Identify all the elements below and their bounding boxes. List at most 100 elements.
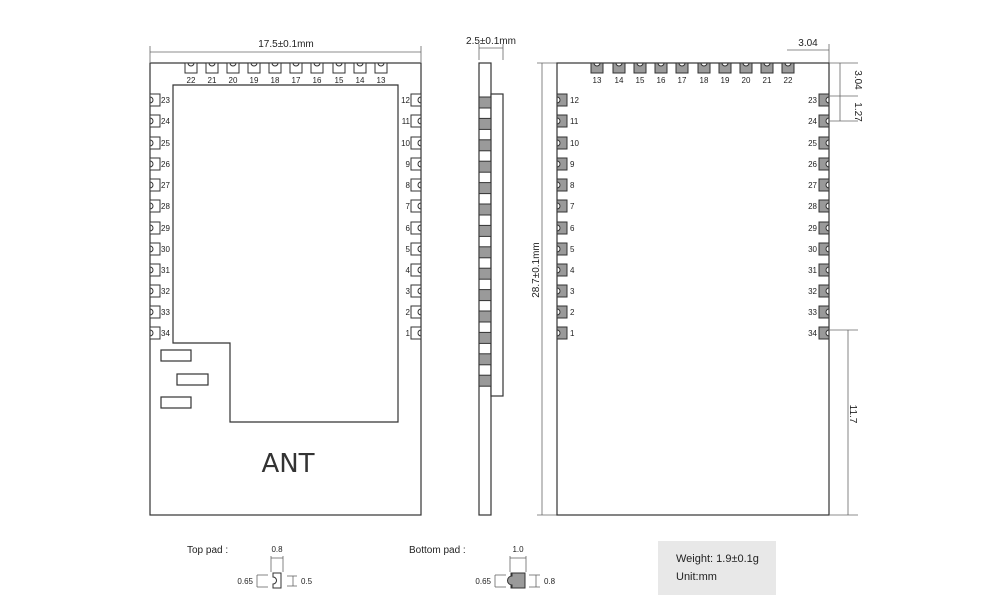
pin-number: 11	[570, 117, 579, 126]
pin-number: 19	[721, 76, 730, 85]
pin-number: 1	[406, 329, 411, 338]
castellated-pad	[410, 178, 422, 192]
pin-number: 25	[808, 139, 817, 148]
pin-number: 13	[593, 76, 602, 85]
castellated-pad	[818, 93, 830, 107]
castellated-pad	[556, 114, 568, 128]
side-pad	[478, 374, 492, 387]
castellated-pad	[410, 136, 422, 150]
pin-number: 4	[406, 266, 411, 275]
castellated-pad	[149, 263, 161, 277]
castellated-pad	[149, 326, 161, 340]
side-pad	[478, 117, 492, 130]
pin-number: 32	[808, 287, 817, 296]
pin-number: 16	[313, 76, 322, 85]
side-pad	[478, 246, 492, 259]
castellated-pad	[556, 157, 568, 171]
castellated-pad	[410, 326, 422, 340]
castellated-pad	[818, 263, 830, 277]
antenna-trace-1	[160, 349, 192, 362]
castellated-pad	[410, 263, 422, 277]
pin-number: 7	[406, 202, 411, 211]
pitch-label: 1.27	[852, 102, 863, 122]
side-pad	[478, 182, 492, 195]
pin-number: 3	[570, 287, 575, 296]
side-pad	[478, 96, 492, 109]
castellated-pad	[410, 284, 422, 298]
side-pad	[478, 203, 492, 216]
castellated-pad	[781, 62, 795, 74]
castellated-pad	[353, 62, 367, 74]
pin-number: 29	[161, 224, 170, 233]
side-pad	[478, 289, 492, 302]
side-pcb-outline	[478, 62, 492, 516]
bottom-pad-detail: Bottom pad : 1.0 0.65 0.8	[409, 545, 556, 589]
pin-number: 24	[808, 117, 817, 126]
castellated-pad	[556, 136, 568, 150]
pin-number: 11	[402, 117, 411, 126]
castellated-pad	[410, 242, 422, 256]
pin-number: 31	[808, 266, 817, 275]
pin-number: 1	[570, 329, 575, 338]
bottom-pad-width-label: 1.0	[512, 545, 524, 554]
pin-number: 29	[808, 224, 817, 233]
pin-number: 23	[808, 96, 817, 105]
pin-number: 32	[161, 287, 170, 296]
castellated-pad	[149, 305, 161, 319]
castellated-pad	[556, 284, 568, 298]
castellated-pad	[818, 157, 830, 171]
pin-number: 28	[808, 202, 817, 211]
pad-offset-y-label: 3.04	[852, 70, 863, 90]
unit-text: Unit:mm	[676, 571, 717, 583]
castellated-pad	[149, 157, 161, 171]
info-box: Weight: 1.9±0.1g Unit:mm	[658, 541, 776, 595]
pin-number: 30	[161, 245, 170, 254]
castellated-pad	[289, 62, 303, 74]
pin-number: 33	[161, 308, 170, 317]
pin-number: 8	[406, 181, 411, 190]
pad-offset-x-label: 3.04	[798, 38, 818, 49]
pin-number: 34	[161, 329, 170, 338]
top-pad-shape	[272, 572, 282, 589]
bottom-pad-shape-fill	[507, 572, 526, 589]
castellated-pad	[268, 62, 282, 74]
pin-number: 20	[742, 76, 751, 85]
pin-number: 30	[808, 245, 817, 254]
castellated-pad	[697, 62, 711, 74]
top-pad-detail: Top pad : 0.8 0.65 0.5	[187, 545, 313, 589]
antenna-label: ANT	[261, 449, 314, 479]
castellated-pad	[410, 305, 422, 319]
castellated-pad	[739, 62, 753, 74]
pin-number: 28	[161, 202, 170, 211]
castellated-pad	[556, 326, 568, 340]
castellated-pad	[410, 93, 422, 107]
castellated-pad	[205, 62, 219, 74]
pin-number: 25	[161, 139, 170, 148]
pin-number: 22	[187, 76, 196, 85]
pin-number: 34	[808, 329, 817, 338]
top-pad-width-label: 0.8	[271, 545, 283, 554]
pin-number: 12	[570, 96, 579, 105]
pin-number: 33	[808, 308, 817, 317]
pin-number: 26	[808, 160, 817, 169]
pin-number: 15	[636, 76, 645, 85]
castellated-pad	[410, 199, 422, 213]
bottom-board-outline	[556, 62, 830, 516]
pin-number: 7	[570, 202, 575, 211]
castellated-pad	[818, 178, 830, 192]
castellated-pad	[818, 199, 830, 213]
pin-number: 4	[570, 266, 575, 275]
side-pads	[478, 96, 492, 387]
height-dim-label: 28.7±0.1mm	[531, 242, 542, 298]
pin-number: 17	[678, 76, 687, 85]
bottom-pad-gap-label: 0.65	[475, 577, 491, 586]
castellated-pad	[410, 114, 422, 128]
castellated-pad	[818, 242, 830, 256]
pin-number: 2	[406, 308, 411, 317]
castellated-pad	[718, 62, 732, 74]
castellated-pad	[374, 62, 388, 74]
